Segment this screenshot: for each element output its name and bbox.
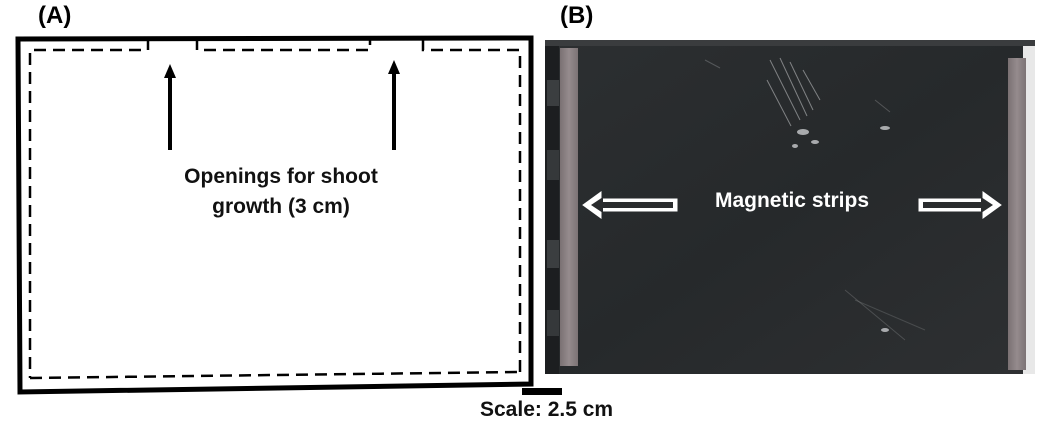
tape-piece bbox=[547, 150, 559, 180]
arrow-to-left-strip-inner bbox=[591, 197, 673, 213]
tape-piece bbox=[547, 240, 559, 268]
openings-annotation: Openings for shoot growth (3 cm) bbox=[150, 162, 412, 222]
panel-b-photo: Magnetic strips bbox=[545, 40, 1035, 374]
arrow-to-right-strip-inner bbox=[923, 197, 993, 213]
outer-frame-outline bbox=[15, 35, 534, 395]
magnetic-strip-right bbox=[1008, 58, 1026, 370]
tape-piece bbox=[547, 80, 559, 106]
surface-scratches bbox=[704, 57, 926, 341]
scale-label: Scale: 2.5 cm bbox=[480, 398, 614, 421]
board-edge-left bbox=[545, 40, 559, 374]
opening-arrow-left bbox=[164, 64, 176, 150]
inner-dashed-middle-section bbox=[195, 38, 372, 52]
scale-bar bbox=[522, 388, 562, 395]
tape-piece bbox=[547, 310, 559, 336]
magnetic-strips-annotation: Magnetic strips bbox=[714, 189, 870, 212]
panel-b-label: (B) bbox=[560, 2, 594, 29]
inner-dashed-left-section bbox=[28, 38, 150, 378]
magnetic-strip-left bbox=[560, 48, 578, 366]
panel-a-schematic: Openings for shoot growth (3 cm) bbox=[0, 0, 545, 395]
inner-dashed-bottom-section bbox=[29, 370, 521, 380]
board-edge-top bbox=[545, 40, 1035, 46]
panel-a-label: (A) bbox=[38, 2, 72, 29]
openings-annotation-line1: Openings for shoot bbox=[184, 165, 378, 188]
inner-dashed-right-section bbox=[421, 38, 522, 372]
surface-reflections bbox=[792, 126, 890, 332]
openings-annotation-line2: growth (3 cm) bbox=[212, 195, 350, 218]
opening-arrow-right bbox=[388, 60, 400, 150]
